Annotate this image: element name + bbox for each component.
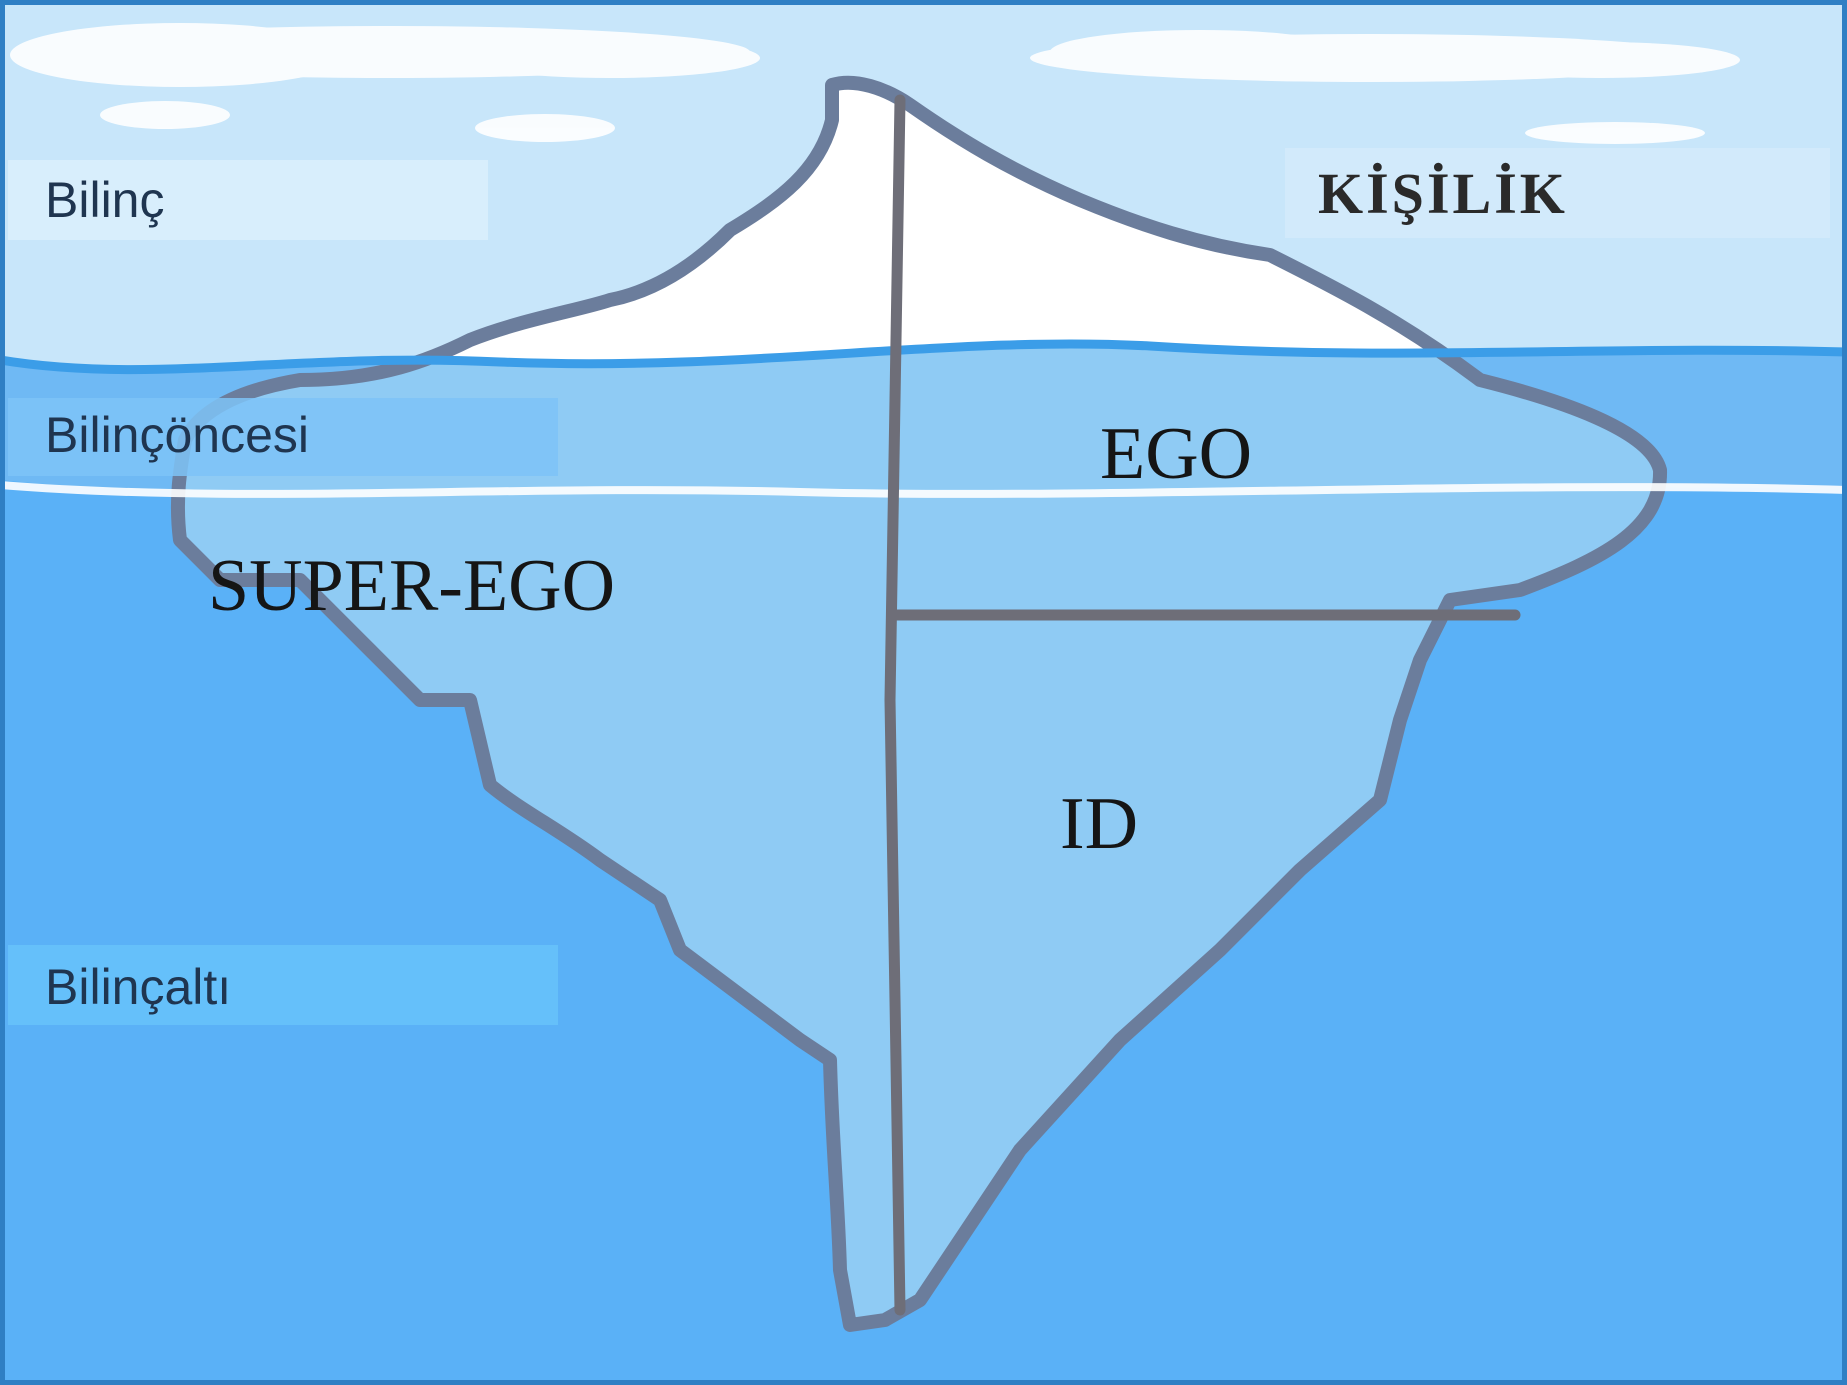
level-label-preconscious: Bilinçöncesi: [45, 407, 309, 463]
part-label-ego: EGO: [1100, 413, 1252, 495]
level-label-unconscious: Bilinçaltı: [45, 959, 231, 1015]
part-label-superego: SUPER-EGO: [208, 545, 615, 627]
level-label-conscious: Bilinç: [45, 172, 164, 228]
diagram-title: KİŞİLİK: [1318, 161, 1568, 226]
part-label-id: ID: [1060, 783, 1138, 865]
